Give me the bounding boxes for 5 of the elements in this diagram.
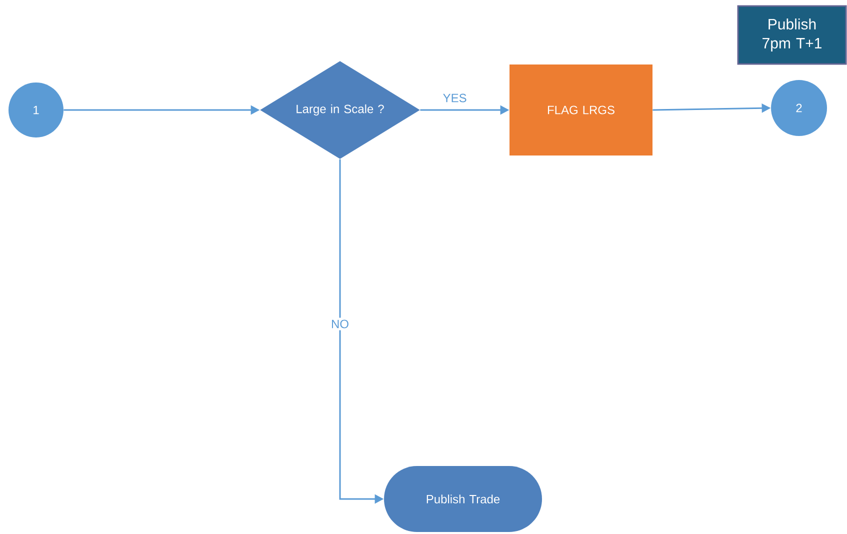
label-box: Publish 7pm T+1 (737, 5, 847, 65)
edge-label: NO (329, 318, 351, 330)
process-box: FLAG LRGS (510, 64, 652, 156)
terminator-box: Publish Trade (384, 466, 542, 532)
edge-label: YES (443, 94, 466, 102)
